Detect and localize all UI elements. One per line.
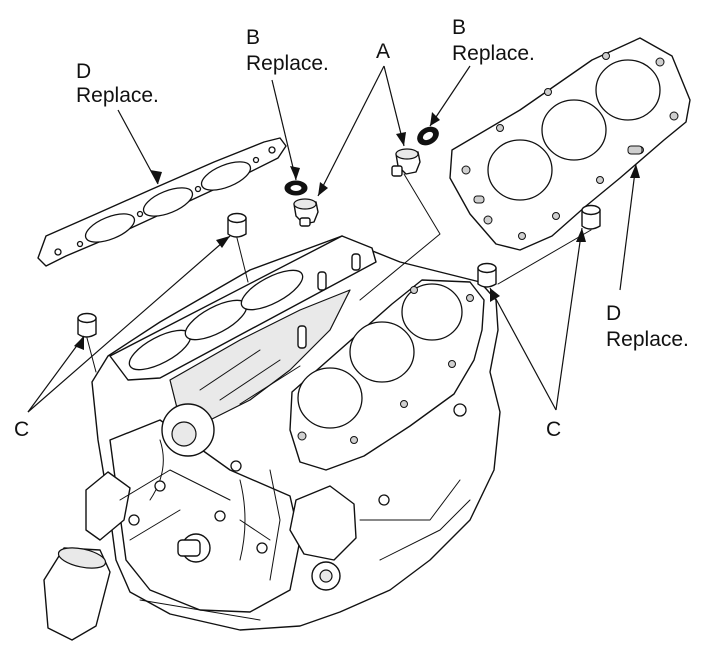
callout-note: Replace.	[76, 84, 159, 107]
callout-note: Replace.	[606, 328, 689, 351]
callout-letter: D	[606, 302, 621, 325]
leader-lines	[27, 65, 640, 413]
orifice-right	[391, 148, 421, 177]
callout-letter: D	[76, 60, 91, 83]
callout-d-right: D Replace.	[606, 302, 689, 351]
assembly-guide-lines	[86, 173, 592, 373]
o-ring-left	[284, 180, 308, 196]
callout-b-left: B Replace.	[246, 26, 329, 75]
orifice-left	[293, 198, 319, 227]
callout-b-right: B Replace.	[452, 16, 535, 65]
callout-c-left: C	[14, 418, 29, 441]
callout-d-left: D Replace.	[76, 60, 159, 107]
oil-filter	[43, 471, 131, 641]
dowel-pin-left-front	[77, 312, 97, 338]
right-head-gasket	[449, 37, 691, 251]
engine-block	[43, 235, 501, 641]
left-head-gasket	[37, 137, 287, 267]
dowel-pin-right-front	[477, 262, 497, 288]
callout-letter: A	[376, 40, 390, 63]
callout-letter: B	[452, 16, 466, 39]
callout-a: A	[376, 40, 390, 63]
callout-letter: B	[246, 26, 260, 49]
dowel-pin-right-rear	[581, 204, 601, 230]
o-ring-right	[417, 126, 439, 146]
callout-note: Replace.	[246, 52, 329, 75]
callout-letter: C	[14, 418, 29, 441]
callout-c-right: C	[546, 418, 561, 441]
callout-note: Replace.	[452, 42, 535, 65]
dowel-pin-left-rear	[227, 212, 247, 238]
callout-letter: C	[546, 418, 561, 441]
